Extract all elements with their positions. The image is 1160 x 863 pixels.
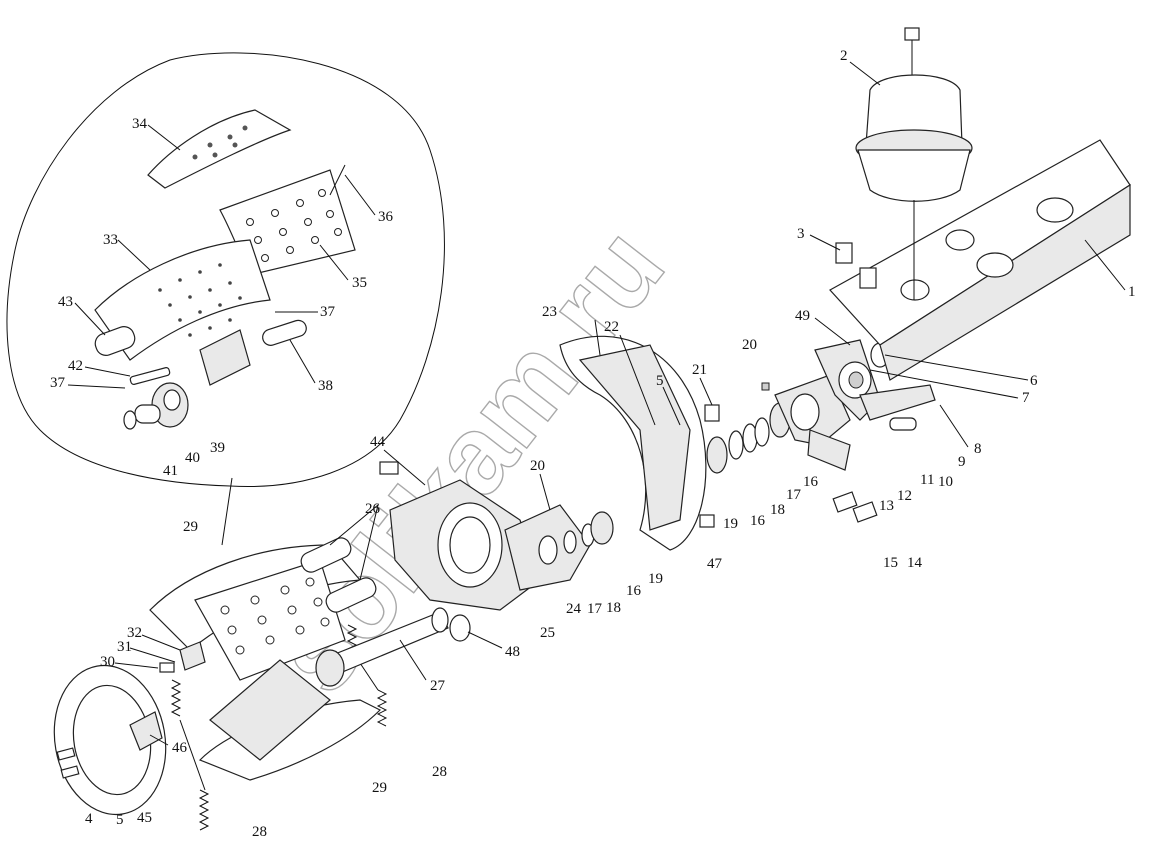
part-label-p5b: 5 [116,812,124,828]
part-label-p49: 49 [795,308,810,324]
part-label-p18a: 18 [770,502,785,518]
part-label-p22: 22 [604,319,619,335]
part-label-p24: 24 [566,601,582,617]
part-label-p16c: 16 [626,583,642,599]
washer-41 [123,410,137,430]
part-label-p8: 8 [974,441,982,457]
part-label-p27: 27 [430,678,446,694]
part-label-p47: 47 [707,556,723,572]
part-label-p45: 45 [137,810,152,826]
pin-38 [262,319,307,346]
part-label-p44: 44 [370,434,386,450]
seal-48 [449,614,471,642]
part-label-p48: 48 [505,644,520,660]
part-label-p42: 42 [68,358,83,374]
part-label-p7: 7 [1022,390,1030,406]
seal-stack-upper [706,402,791,474]
bolt-47 [699,514,715,528]
part-label-p23: 23 [542,304,557,320]
part-label-p35: 35 [352,275,367,291]
chamber-bracket [774,374,851,446]
part-label-p25: 25 [540,625,555,641]
part-label-p37a: 37 [320,304,336,320]
part-label-p37b: 37 [50,375,66,391]
bolts-4-5 [56,747,80,779]
part-label-p16a: 16 [803,474,819,490]
part-label-p16b: 16 [750,513,766,529]
part-label-p29b: 29 [372,780,387,796]
part-label-p19b: 19 [648,571,663,587]
brake-lining-lower [219,169,356,276]
bolt-44 [379,461,399,475]
part-label-p21: 21 [692,362,707,378]
plate-32 [179,641,206,671]
seal-stack-lower [538,511,614,565]
part-label-p4: 4 [85,811,93,827]
part-label-p17b: 17 [587,601,603,617]
part-label-p17a: 17 [786,487,802,503]
bolt-30 [159,662,175,673]
part-label-p32: 32 [127,625,142,641]
part-label-p9: 9 [958,454,966,470]
part-label-p26: 26 [365,501,381,517]
part-label-p36: 36 [378,209,394,225]
leader-lines [67,61,1126,746]
part-label-p39: 39 [210,440,225,456]
dust-shield [53,664,167,816]
part-label-p43: 43 [58,294,73,310]
camshaft [315,607,449,687]
pin-11 [889,417,917,431]
brake-shoe-lower [198,659,382,781]
brake-chamber [855,27,973,300]
part-label-p28b: 28 [252,824,267,840]
bushing-40 [134,404,161,424]
bolt-21 [704,404,720,422]
part-label-p34: 34 [132,116,148,132]
callout-leader [221,477,233,546]
pin-42 [129,367,171,385]
grease-fitting-20 [761,382,770,391]
anchor-pins [300,537,377,613]
part-label-p20b: 20 [530,458,545,474]
part-label-p15: 15 [883,555,898,571]
part-label-p20a: 20 [742,337,757,353]
cam-bracket-46 [129,711,163,751]
part-label-p1: 1 [1128,284,1136,300]
axle-bracket-beam [829,139,1131,381]
part-label-p40: 40 [185,450,200,466]
part-label-p30: 30 [100,654,115,670]
rivet-36 [329,164,346,196]
part-label-p31: 31 [117,639,132,655]
clevis-arm [859,384,936,421]
part-label-p18b: 18 [606,600,621,616]
part-label-p6: 6 [1030,373,1038,389]
bolts-3 [835,242,877,289]
part-label-p41: 41 [163,463,178,479]
part-label-p19a: 19 [723,516,738,532]
part-label-p33: 33 [103,232,118,248]
brake-shoe-detail [94,239,271,386]
part-label-p5a: 5 [656,373,664,389]
pin-43 [94,326,136,356]
part-label-p13: 13 [879,498,894,514]
detail-callout-outline [6,52,445,487]
part-label-p46: 46 [172,740,188,756]
part-label-p12: 12 [897,488,912,504]
part-label-p3: 3 [797,226,805,242]
part-label-p14: 14 [907,555,923,571]
part-label-p10: 10 [938,474,953,490]
dust-cover-plate [559,335,707,551]
part-label-p2: 2 [840,48,848,64]
part-label-p28a: 28 [432,764,447,780]
part-label-p11: 11 [920,472,934,488]
return-spring-left [170,679,210,831]
brake-lining-upper [147,109,292,189]
brake-spider [389,479,541,611]
part-label-p29a: 29 [183,519,198,535]
bolts-14-15 [832,491,878,523]
part-number-labels: 1234967891011121314151617181619202152223… [50,48,1136,840]
part-label-p38: 38 [318,378,333,394]
